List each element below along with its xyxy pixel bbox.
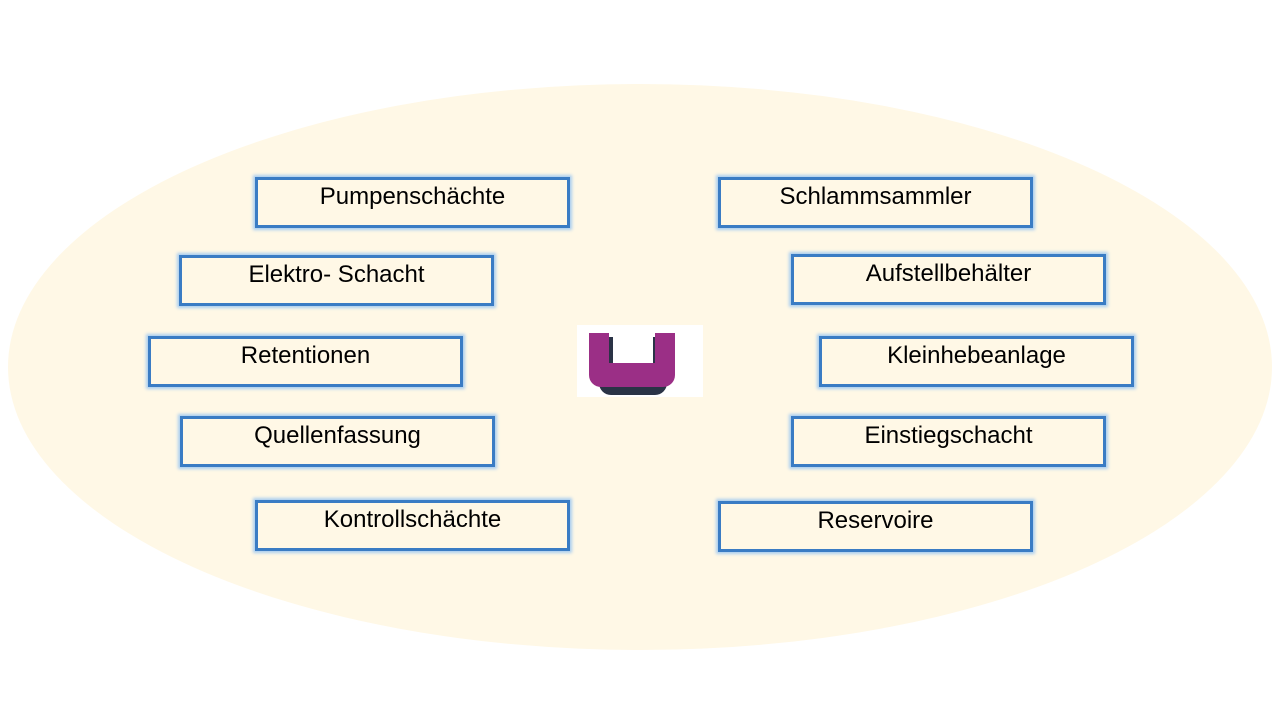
u-logo	[577, 325, 703, 397]
item-label: Kontrollschächte	[323, 506, 502, 533]
item-label: Pumpenschächte	[319, 183, 506, 210]
item-label: Schlammsammler	[779, 183, 972, 210]
item-label: Aufstellbehälter	[865, 260, 1032, 287]
item-label: Elektro- Schacht	[248, 261, 425, 288]
item-elektro-schacht: Elektro- Schacht	[179, 255, 494, 306]
item-label: Kleinhebeanlage	[887, 342, 1066, 369]
item-label: Einstiegschacht	[864, 422, 1033, 449]
item-einstiegschacht: Einstiegschacht	[791, 416, 1106, 467]
item-reservoire: Reservoire	[718, 501, 1033, 552]
u-logo-icon	[589, 333, 675, 395]
item-pumpenschaechte: Pumpenschächte	[255, 177, 570, 228]
item-quellenfassung: Quellenfassung	[180, 416, 495, 467]
item-kleinhebeanlage: Kleinhebeanlage	[819, 336, 1134, 387]
item-retentionen: Retentionen	[148, 336, 463, 387]
item-label: Retentionen	[240, 342, 371, 369]
item-schlammsammler: Schlammsammler	[718, 177, 1033, 228]
item-kontrollschaechte: Kontrollschächte	[255, 500, 570, 551]
item-label: Quellenfassung	[254, 422, 421, 449]
item-aufstellbehaelter: Aufstellbehälter	[791, 254, 1106, 305]
item-label: Reservoire	[817, 507, 934, 534]
